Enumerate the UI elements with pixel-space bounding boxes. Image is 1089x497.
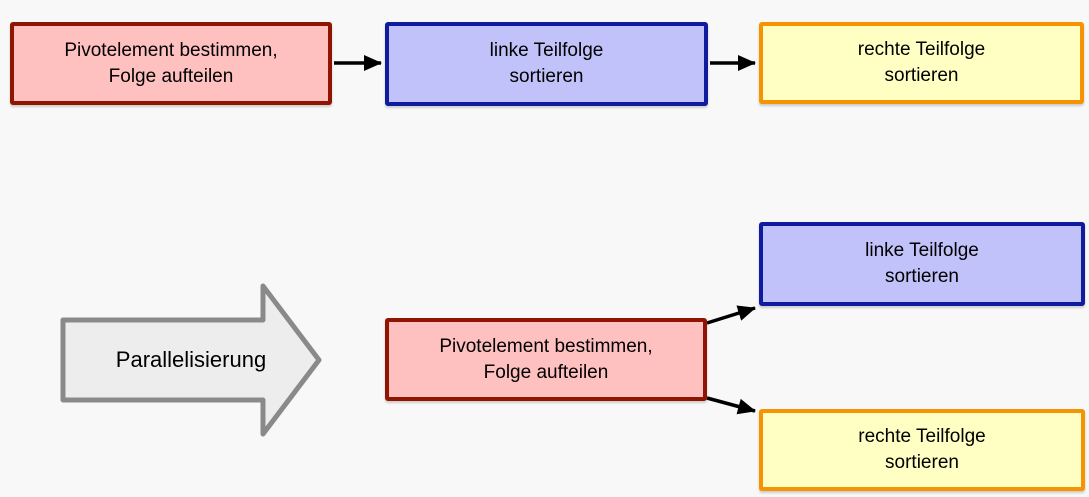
- parallelization-big-arrow: [60, 283, 322, 437]
- par-pivot-label: Pivotelement bestimmen, Folge aufteilen: [439, 335, 653, 383]
- par-left-subsequence-box: linke Teilfolge sortieren: [759, 222, 1085, 306]
- seq-right-subsequence-label: rechte Teilfolge sortieren: [857, 39, 986, 86]
- arrow-par-pivot-to-left: [706, 305, 756, 325]
- par-pivot-box: Pivotelement bestimmen, Folge aufteilen: [385, 318, 707, 401]
- par-right-subsequence-box: rechte Teilfolge sortieren: [759, 409, 1085, 491]
- seq-left-subsequence-box: linke Teilfolge sortieren: [385, 22, 708, 106]
- arrow-par-pivot-to-right: [706, 396, 756, 415]
- seq-right-subsequence-box: rechte Teilfolge sortieren: [759, 22, 1084, 104]
- parallelization-arrow-label: Parallelisierung: [115, 347, 267, 372]
- seq-pivot-label: Pivotelement bestimmen, Folge aufteilen: [64, 39, 278, 87]
- par-left-subsequence-label: linke Teilfolge sortieren: [865, 240, 979, 287]
- par-right-subsequence-label: rechte Teilfolge sortieren: [858, 426, 986, 473]
- seq-pivot-box: Pivotelement bestimmen, Folge aufteilen: [10, 22, 332, 105]
- seq-left-subsequence-label: linke Teilfolge sortieren: [489, 40, 604, 87]
